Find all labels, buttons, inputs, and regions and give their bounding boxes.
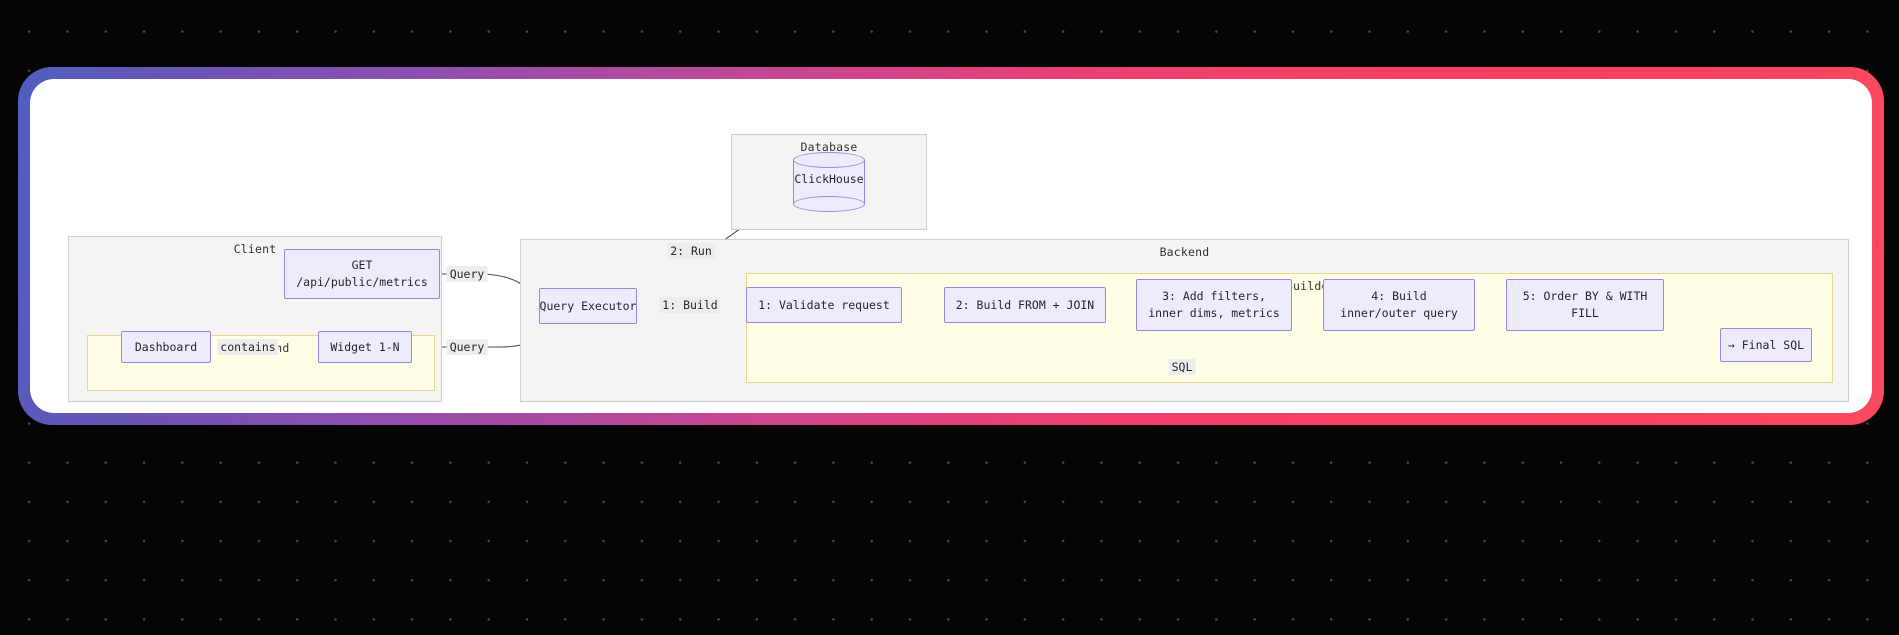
edge-label-contains: contains	[217, 339, 279, 355]
node-clickhouse-label: ClickHouse	[794, 172, 864, 186]
node-get-metrics-line2: /api/public/metrics	[296, 275, 428, 289]
edge-label-query-api: Query	[446, 266, 488, 282]
node-query-executor-label: Query Executor	[539, 298, 637, 313]
node-widget-label: Widget 1-N	[330, 339, 400, 354]
group-backend-title: Backend	[1159, 245, 1210, 259]
gradient-frame: Client Frontend Database Backend Query B…	[18, 67, 1884, 425]
clickhouse-cylinder-bottom	[793, 196, 865, 212]
node-step-2[interactable]: 2: Build FROM + JOIN	[944, 287, 1106, 323]
node-widget[interactable]: Widget 1-N	[318, 331, 412, 363]
edge-label-run: 2: Run	[667, 243, 715, 259]
node-step-4-line2: inner/outer query	[1340, 306, 1458, 320]
node-dashboard[interactable]: Dashboard	[121, 331, 211, 363]
node-step-5-line2: FILL	[1571, 306, 1599, 320]
node-dashboard-label: Dashboard	[134, 339, 198, 354]
group-client-title: Client	[233, 242, 277, 256]
diagram-card: Client Frontend Database Backend Query B…	[30, 79, 1872, 413]
node-get-metrics-line1: GET	[351, 258, 373, 273]
node-step-1[interactable]: 1: Validate request	[746, 287, 902, 323]
node-step-4-line1: 4: Build	[1371, 289, 1427, 304]
clickhouse-cylinder-top	[793, 152, 865, 168]
edge-label-build: 1: Build	[659, 297, 721, 313]
node-step-4[interactable]: 4: Build inner/outer query	[1323, 279, 1475, 331]
node-step-3[interactable]: 3: Add filters, inner dims, metrics	[1136, 279, 1292, 331]
node-step-5[interactable]: 5: Order BY & WITH FILL	[1506, 279, 1664, 331]
node-final-sql[interactable]: → Final SQL	[1720, 328, 1812, 362]
edge-label-sql: SQL	[1168, 359, 1196, 375]
node-step-1-label: 1: Validate request	[758, 297, 890, 312]
node-step-3-line2: inner dims, metrics	[1148, 306, 1280, 320]
node-final-sql-label: → Final SQL	[1727, 337, 1805, 352]
node-query-executor[interactable]: Query Executor	[539, 288, 637, 324]
node-step-5-line1: 5: Order BY & WITH	[1522, 289, 1648, 304]
node-get-metrics[interactable]: GET /api/public/metrics	[284, 249, 440, 299]
edge-label-query-widget: Query	[446, 339, 488, 355]
node-step-3-line1: 3: Add filters,	[1162, 289, 1266, 304]
architecture-diagram: Client Frontend Database Backend Query B…	[30, 79, 1872, 413]
node-step-2-label: 2: Build FROM + JOIN	[955, 297, 1095, 312]
group-database-title: Database	[800, 140, 858, 154]
node-clickhouse[interactable]: ClickHouse	[793, 152, 865, 212]
